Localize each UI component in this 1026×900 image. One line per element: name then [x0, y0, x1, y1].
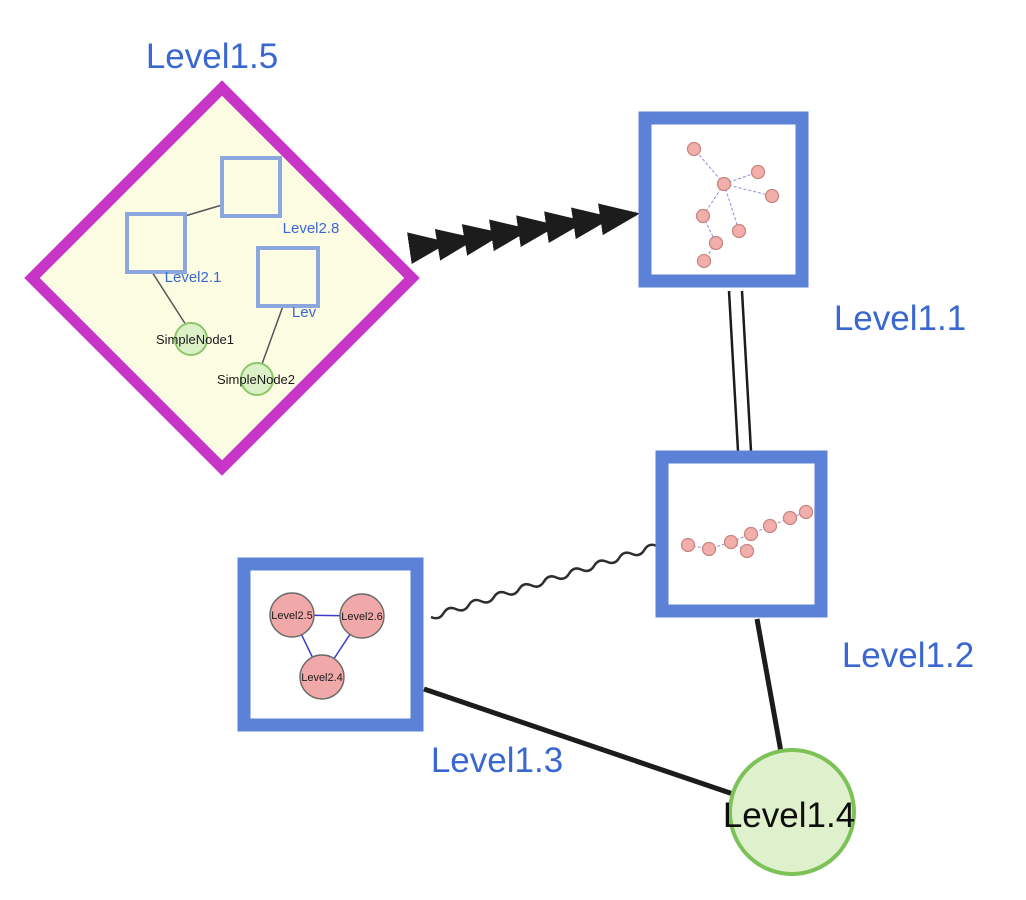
node-level1-4[interactable]	[728, 748, 856, 876]
label-simplenode1: SimpleNode1	[156, 332, 234, 347]
node-simplenode1[interactable]	[174, 322, 208, 356]
edge-level13-to-level12-wavy[interactable]	[430, 543, 658, 620]
node-level2-1[interactable]	[125, 212, 187, 274]
label-level1-1: Level1.1	[834, 299, 966, 338]
node-level1-3[interactable]	[237, 557, 424, 732]
label-level2-5: Level2.5	[271, 610, 313, 622]
mini-node[interactable]	[782, 510, 798, 526]
mini-node[interactable]	[686, 141, 702, 157]
node-level1-5[interactable]	[24, 80, 420, 476]
label-level2-1: Level2.1	[165, 269, 222, 286]
mini-node[interactable]	[739, 543, 755, 559]
mini-node[interactable]	[696, 253, 712, 269]
node-level2-4[interactable]	[299, 654, 345, 700]
node-level2-6[interactable]	[339, 593, 385, 639]
label-lev: Lev	[292, 304, 317, 321]
mini-node[interactable]	[743, 526, 759, 542]
mini-node[interactable]	[716, 176, 732, 192]
mini-node[interactable]	[723, 534, 739, 550]
edge-level12-to-level14[interactable]	[754, 618, 784, 753]
label-level1-2: Level1.2	[842, 636, 974, 675]
mini-node[interactable]	[762, 518, 778, 534]
node-lev[interactable]	[256, 246, 320, 308]
label-level1-3: Level1.3	[431, 741, 563, 780]
level1-3-mini-graph: Level2.5 Level2.6 Level2.4	[269, 592, 385, 700]
level1-1-mini-graph	[686, 141, 780, 269]
edge-level11-to-level12-double[interactable]	[727, 290, 753, 452]
mini-node[interactable]	[764, 188, 780, 204]
node-level2-8[interactable]	[220, 156, 282, 218]
node-level1-1[interactable]	[638, 111, 809, 288]
label-level2-8: Level2.8	[283, 220, 340, 237]
label-simplenode2: SimpleNode2	[217, 372, 295, 387]
mini-node[interactable]	[680, 537, 696, 553]
mini-node[interactable]	[798, 504, 814, 520]
label-level1-4: Level1.4	[723, 796, 855, 835]
node-simplenode2[interactable]	[240, 362, 274, 396]
mini-node[interactable]	[695, 208, 711, 224]
node-level1-2[interactable]	[655, 450, 828, 618]
mini-node[interactable]	[750, 164, 766, 180]
edge-level21-to-simplenode1[interactable]	[151, 271, 187, 326]
edge-level13-to-level14[interactable]	[423, 686, 737, 798]
mini-node[interactable]	[708, 235, 724, 251]
level1-2-mini-graph	[680, 504, 814, 559]
label-level2-6: Level2.6	[341, 611, 383, 623]
edge-level28-to-level21[interactable]	[184, 204, 223, 217]
label-level2-4: Level2.4	[301, 672, 343, 684]
edge-level15-to-level11[interactable]	[407, 203, 640, 265]
mini-node[interactable]	[731, 223, 747, 239]
mini-node[interactable]	[701, 541, 717, 557]
edge-lev-to-simplenode2[interactable]	[261, 305, 284, 365]
label-level1-5: Level1.5	[146, 37, 278, 76]
node-level2-5[interactable]	[269, 592, 315, 638]
